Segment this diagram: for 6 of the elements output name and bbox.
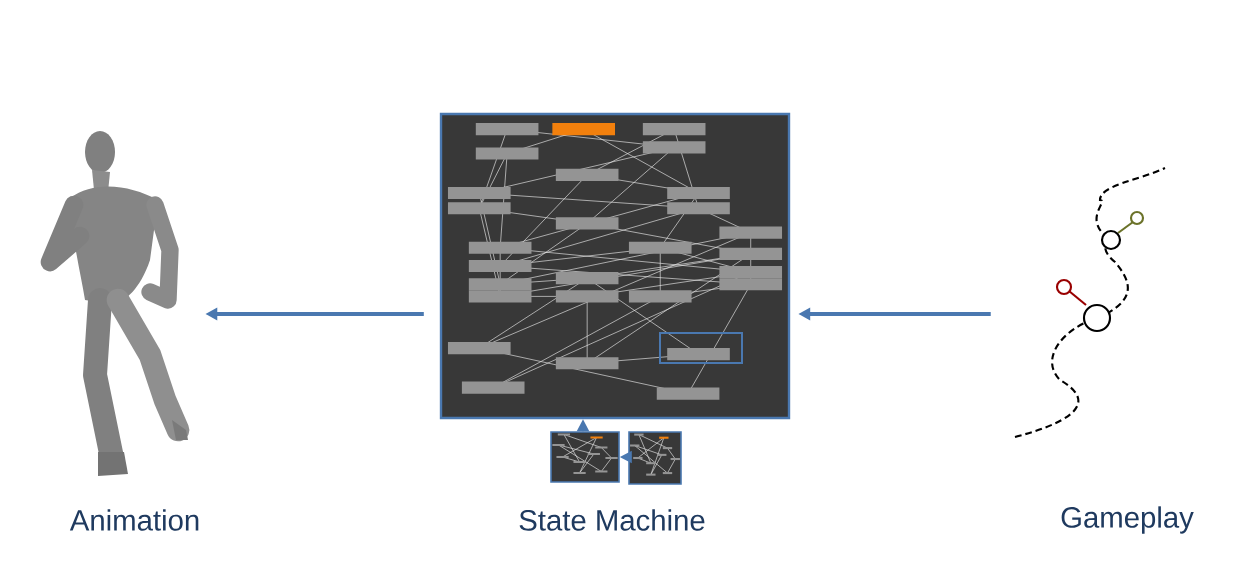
state-machine-screenshot	[439, 112, 791, 420]
thumbnail-screenshot	[550, 431, 620, 483]
title: Animation	[69, 509, 199, 531]
title: Gameplay	[1061, 506, 1194, 534]
title: State Machine	[519, 509, 705, 531]
thumbnail-screenshot	[628, 431, 682, 485]
